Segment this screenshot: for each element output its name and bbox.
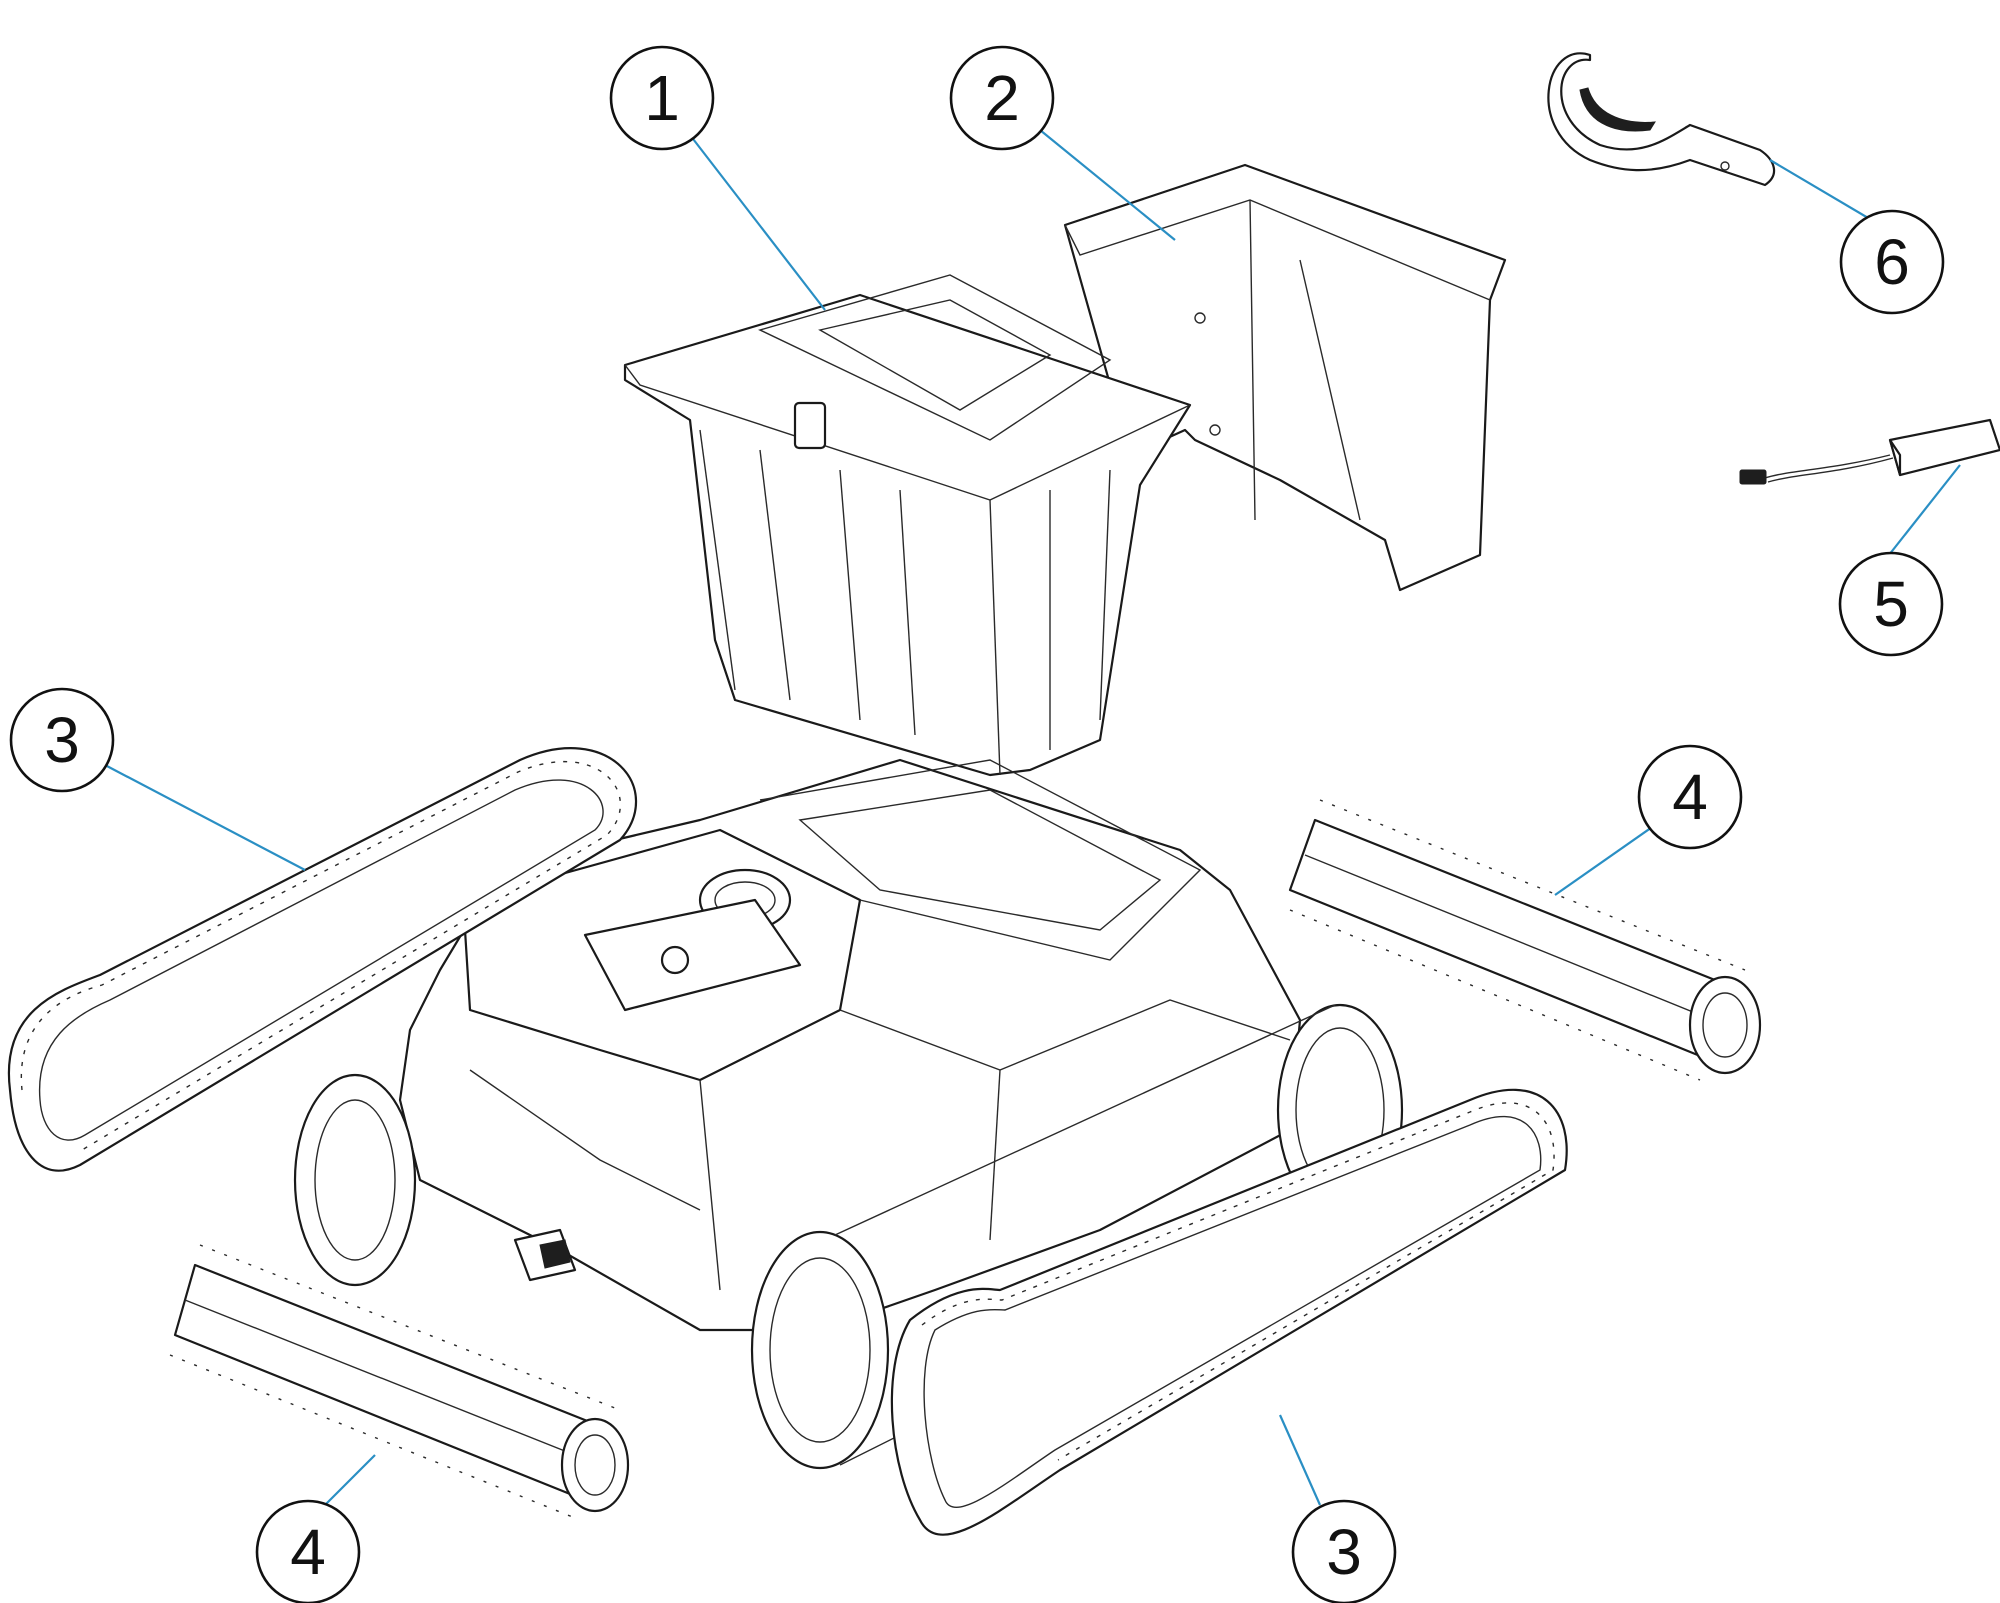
callout-6: 6 <box>1839 209 1945 315</box>
bottom-track-part <box>890 1088 1568 1536</box>
leader-2 <box>1039 129 1176 241</box>
leader-4-right <box>1554 824 1656 896</box>
callout-1: 1 <box>609 45 715 151</box>
callout-3-bottom-label: 3 <box>1326 1516 1362 1588</box>
leader-5 <box>1884 464 1961 561</box>
leader-4-bottom <box>319 1454 376 1511</box>
leader-6 <box>1769 159 1881 226</box>
callout-2-label: 2 <box>984 62 1020 134</box>
callout-3-bottom: 3 <box>1291 1499 1397 1603</box>
callout-4-right-label: 4 <box>1672 761 1708 833</box>
power-supply-part <box>1739 418 2000 485</box>
callout-3-left: 3 <box>9 687 115 793</box>
callout-4-bottom: 4 <box>255 1499 361 1603</box>
leader-1 <box>689 134 826 311</box>
left-drive-wheel <box>293 1073 417 1287</box>
hook-tool-part <box>1547 52 1776 187</box>
callout-4-right: 4 <box>1637 744 1743 850</box>
callout-4-bottom-label: 4 <box>290 1516 326 1588</box>
callout-6-label: 6 <box>1874 226 1910 298</box>
callout-5: 5 <box>1838 551 1944 657</box>
leader-3-left <box>104 764 306 871</box>
left-track-part <box>7 747 638 1172</box>
robot-body-part <box>398 758 1302 1332</box>
right-brush-part <box>1288 799 1762 1081</box>
leader-lines <box>104 129 1961 1511</box>
leader-3-bottom <box>1278 1414 1322 1506</box>
callout-3-left-label: 3 <box>44 704 80 776</box>
callout-2: 2 <box>949 45 1055 151</box>
callout-5-label: 5 <box>1873 568 1909 640</box>
top-lid-part <box>623 274 1192 777</box>
bottom-brush-part <box>169 1244 630 1521</box>
callout-1-label: 1 <box>644 62 680 134</box>
filter-basket-part <box>1063 163 1507 592</box>
